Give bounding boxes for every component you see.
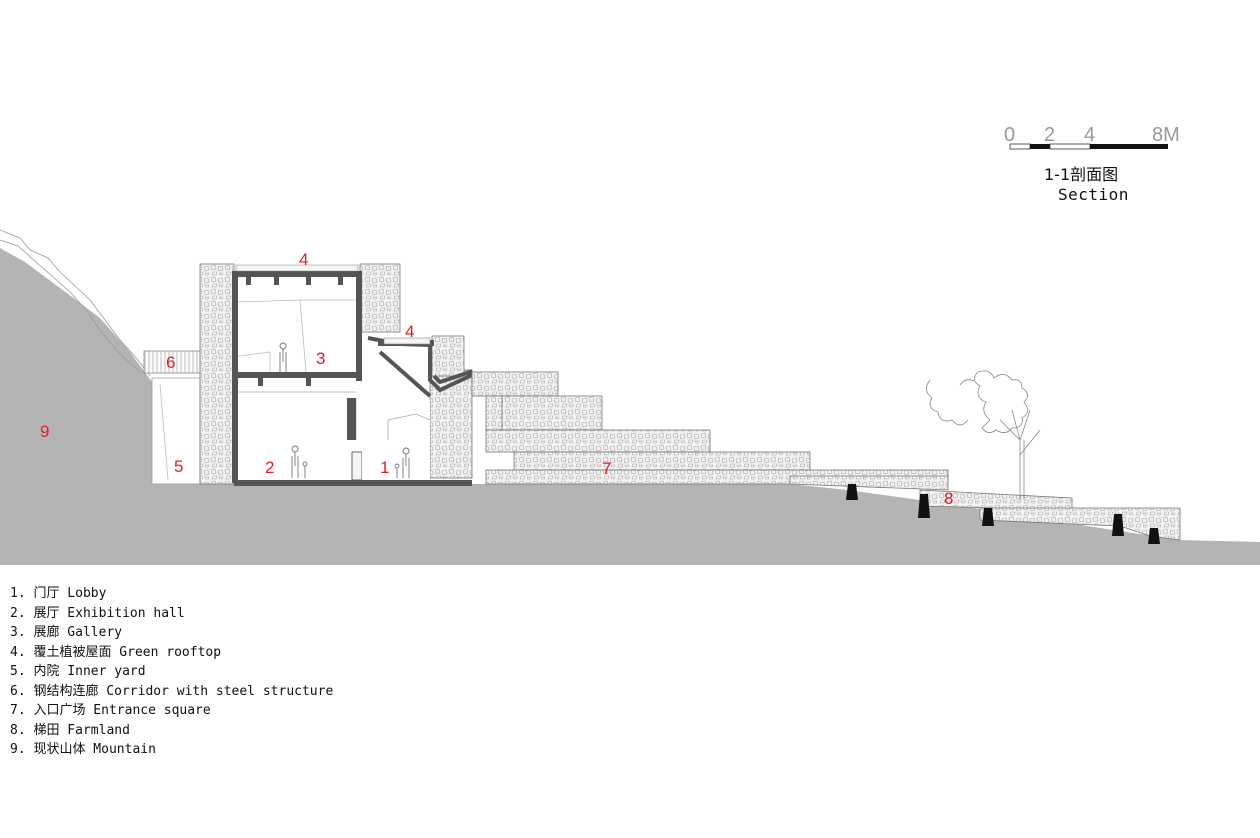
- label-green-rooftop-top: 4: [299, 250, 308, 269]
- scale-label-0: 0: [1004, 124, 1015, 146]
- legend-list: 1. 门厅 Lobby 2. 展厅 Exhibition hall 3. 展廊 …: [10, 584, 333, 760]
- scale-bar: 0 2 4 8M: [1004, 124, 1180, 150]
- legend-item: 9. 现状山体 Mountain: [10, 742, 156, 757]
- legend-item: 7. 入口广场 Entrance square: [10, 703, 211, 718]
- legend-item: 5. 内院 Inner yard: [10, 664, 146, 679]
- legend-item: 1. 门厅 Lobby: [10, 586, 107, 601]
- floor-slab: [232, 372, 362, 378]
- human-figures: [279, 342, 410, 478]
- label-mountain: 9: [40, 422, 49, 441]
- scale-label-2: 2: [1044, 124, 1055, 146]
- scale-label-4: 4: [1084, 124, 1095, 146]
- farmland-terraces: [789, 475, 1181, 544]
- base-slab: [234, 480, 472, 486]
- label-gallery: 3: [316, 349, 325, 368]
- legend-item: 3. 展廊 Gallery: [10, 625, 123, 640]
- drawing-title-en: Section: [1058, 185, 1129, 204]
- mountain-ridge-lines: [0, 229, 151, 377]
- label-exhibition-hall: 2: [265, 458, 274, 477]
- building-interior: [234, 278, 360, 480]
- roof-slab: [234, 271, 360, 277]
- legend-item: 2. 展厅 Exhibition hall: [10, 605, 185, 621]
- label-farmland: 8: [944, 489, 953, 508]
- label-green-rooftop-side: 4: [405, 322, 414, 341]
- legend-item: 4. 覆土植被屋面 Green rooftop: [10, 644, 222, 660]
- side-planter: [431, 335, 465, 377]
- scale-label-8m: 8M: [1152, 124, 1180, 146]
- legend-item: 8. 梯田 Farmland: [10, 722, 130, 738]
- tree-drawing: [926, 370, 1041, 500]
- label-corridor: 6: [166, 353, 175, 372]
- drawing-title-zh: 1-1剖面图: [1044, 165, 1118, 184]
- lobby-space: [362, 380, 430, 480]
- entrance-square-steps: [471, 371, 949, 485]
- green-roof-soil: [235, 264, 359, 272]
- label-inner-yard: 5: [174, 457, 183, 476]
- east-stone-wall-upper: [359, 263, 401, 333]
- label-entrance-square: 7: [602, 459, 611, 478]
- label-lobby: 1: [380, 458, 389, 477]
- west-stone-wall: [199, 263, 235, 485]
- legend-item: 6. 钢结构连廊 Corridor with steel structure: [10, 683, 334, 699]
